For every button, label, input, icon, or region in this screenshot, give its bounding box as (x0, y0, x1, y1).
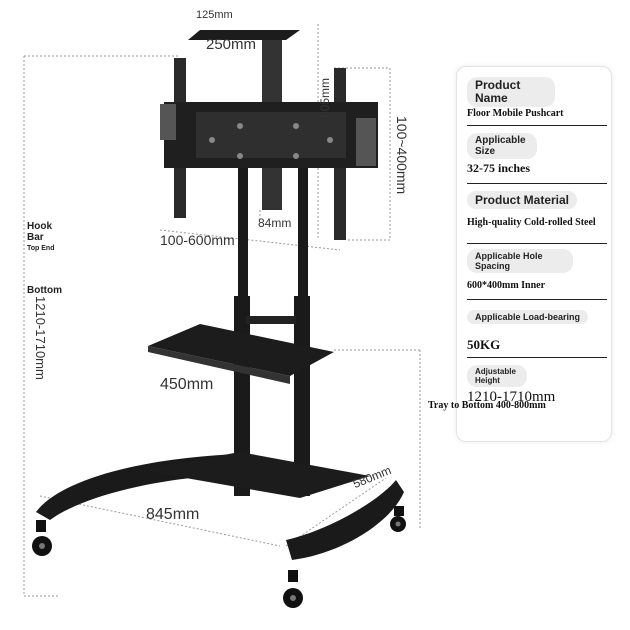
spec-load-bearing: Applicable Load-bearing 50KG (467, 307, 609, 353)
spec-label: Applicable Load-bearing (467, 310, 589, 324)
plate-width-label: 250mm (206, 36, 257, 53)
tray-to-bottom-note: Tray to Bottom 400-800mm (428, 400, 546, 411)
top-end-label: Top End (27, 245, 55, 252)
spec-value: 1210-1710mm (467, 389, 556, 405)
dimension-guides (23, 24, 421, 597)
top-plate (188, 30, 300, 40)
bottom-label: Bottom (27, 285, 62, 296)
spec-value: 32-75 inches (467, 161, 530, 175)
base-right-arm (286, 480, 404, 560)
spec-label: Applicable Size (467, 133, 537, 159)
spec-label: Product Name (467, 77, 555, 107)
vesa-horizontal-label: 100-600mm (160, 232, 235, 248)
vertical-hole-label: 605mm (318, 77, 332, 118)
center-spacing-label: 84mm (258, 216, 292, 230)
hook-bar-labels: Hook Bar Top End (27, 221, 54, 254)
caster-front-right (283, 570, 303, 608)
plate-depth-label: 125mm (196, 9, 233, 21)
vesa-vertical-label: 100~400mm (394, 116, 410, 195)
caster-rear-right (390, 506, 406, 532)
spec-hole-spacing: Applicable Hole Spacing 600*400mm Inner (467, 249, 609, 291)
bar-label: Bar (27, 232, 44, 243)
base-plate (140, 452, 370, 498)
spec-value: 600*400mm Inner (467, 280, 546, 291)
spec-label: Product Material (467, 191, 578, 209)
hook-label: Hook (27, 221, 52, 232)
left-pole-upper (238, 168, 248, 308)
spec-label: Applicable Hole Spacing (467, 249, 573, 273)
spec-card: Product Name Floor Mobile Pushcart Appli… (456, 66, 612, 442)
right-pole-upper (298, 168, 308, 308)
spec-product-name: Product Name Floor Mobile Pushcart (467, 77, 609, 119)
base-width-label: 845mm (146, 506, 200, 523)
spec-value: Floor Mobile Pushcart (467, 108, 564, 119)
spec-adjustable-height: Adjustable Height 1210-1710mm (467, 365, 609, 406)
spec-value: High-quality Cold-rolled Steel (467, 217, 596, 228)
spec-product-material: Product Material High-quality Cold-rolle… (467, 191, 609, 228)
tray (148, 324, 334, 376)
tray-width-label: 450mm (160, 376, 214, 393)
spec-value: 50KG (467, 337, 501, 352)
caster-front-left (32, 520, 52, 556)
total-height-label: 1210-1710mm (33, 296, 48, 380)
spec-applicable-size: Applicable Size 32-75 inches (467, 133, 609, 176)
spec-label: Adjustable Height (467, 365, 527, 387)
